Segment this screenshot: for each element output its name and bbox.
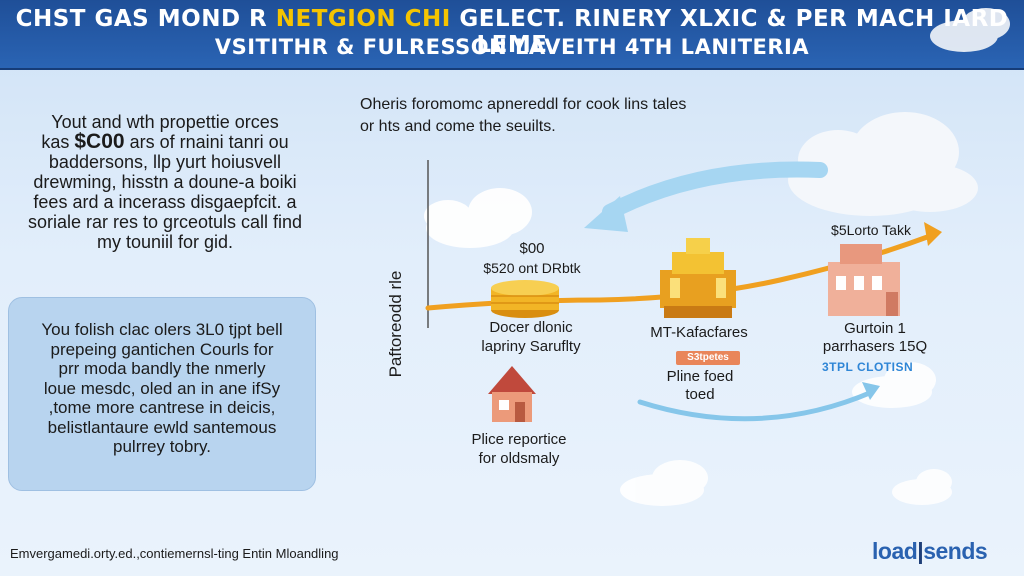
coin-stack-icon — [491, 280, 559, 318]
machine-icon — [660, 238, 736, 318]
header-title-line1: CHST GAS MOND R NETGION CHI GELECT. RINE… — [15, 6, 1009, 58]
header-title-line2: VSITITHR & FULRESSON LAVEITH 4TH LANITER… — [214, 35, 810, 59]
right-caption: Gurtoin 1 parrhasers 15Q — [822, 320, 928, 355]
coins-price-sub: $520 ont DRbtk — [483, 260, 581, 276]
cloud-icon — [892, 469, 952, 505]
header-banner: CHST GAS MOND R NETGION CHI GELECT. RINE… — [0, 0, 1024, 70]
curved-arrow-blue-bottom — [637, 389, 875, 422]
coins-caption: Docer dlonic lapriny Saruflty — [481, 319, 581, 355]
arrow-head-icon — [924, 222, 942, 246]
intro-paragraph: Yout and wth propettie orces kas $C00 ar… — [27, 112, 303, 252]
right-tag: 3TPL CLOTISN — [822, 360, 914, 374]
arrow-head-icon — [862, 382, 880, 400]
callout-text: You folish clac olers 3L0 tjpt bell prep… — [41, 320, 283, 456]
house-icon — [488, 366, 536, 422]
coins-price-label: $00 — [519, 240, 545, 257]
curved-arrow-blue — [602, 161, 828, 220]
cloud-icon — [930, 8, 1010, 52]
right-price-label: $5Lorto Takk — [831, 222, 911, 238]
callout-box: You folish clac olers 3L0 tjpt bell prep… — [8, 297, 316, 491]
cloud-icon — [620, 460, 708, 506]
y-axis-label: Paftoreodd rle — [386, 270, 405, 378]
machine-caption: MT-Kafacfares — [650, 324, 748, 341]
cloud-icon — [788, 112, 978, 216]
cloud-icon — [852, 362, 936, 408]
brand-logo: load|sends — [872, 538, 988, 564]
header-title-accent: NETGION CHI — [275, 6, 451, 32]
machine-badge: S3tpetes — [676, 351, 740, 365]
arrow-head-icon — [584, 196, 628, 232]
machine-subcaption: Pline foed toed — [666, 368, 734, 403]
cloud-icon — [424, 188, 532, 248]
building-icon — [828, 244, 900, 316]
house-caption: Plice reportice for oldsmaly — [471, 431, 567, 467]
diagram-note: Oheris foromomc apnereddl for cook lins … — [360, 96, 687, 135]
footer-source: Emvergamedi.orty.ed.,contiemernsl-ting E… — [10, 546, 339, 561]
intro-price: $C00 — [74, 130, 125, 153]
